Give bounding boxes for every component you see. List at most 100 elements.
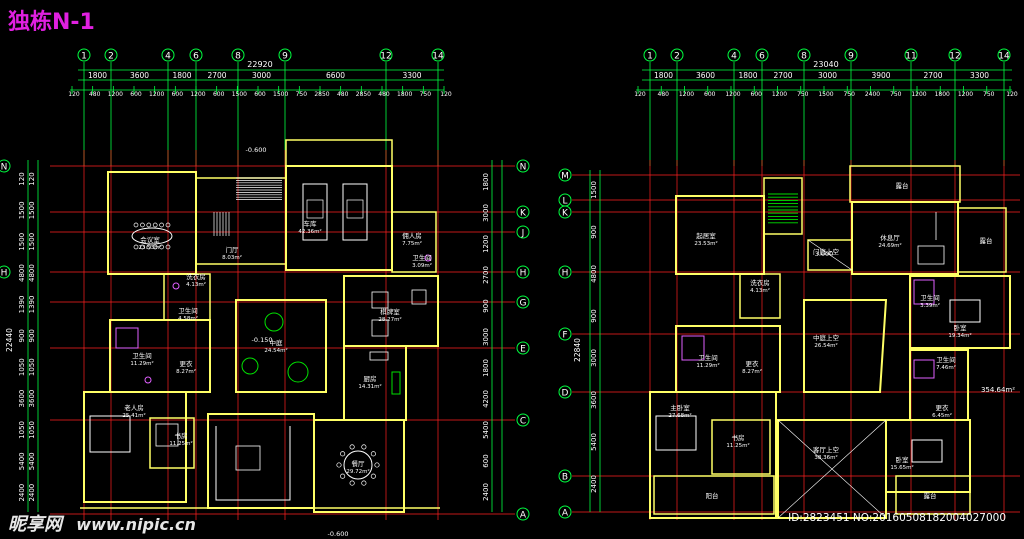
right-dim-total: 23040 — [813, 60, 838, 69]
left-side-dim-b-10: 2400 — [28, 484, 36, 502]
right-dim-1-7: 3300 — [970, 71, 989, 80]
left-side-dim-b-4: 1390 — [28, 296, 36, 314]
left-col-bubble-4-text: 4 — [165, 52, 171, 62]
left-col-bubble-1-circle — [77, 48, 91, 62]
right-room-name-12: 更衣 — [936, 403, 950, 412]
right-dim-2-16: 120 — [1006, 91, 1018, 98]
left-side-dim-1: 1500 — [18, 201, 26, 219]
left-elev-3: -0.600 — [328, 530, 349, 538]
right-void-diag — [807, 239, 853, 271]
left-chess-table-2 — [411, 289, 427, 305]
left-wall-living — [207, 413, 315, 509]
right-room-name-11: 卫生间 — [936, 355, 956, 364]
right-room-name-9: 卫生间 — [920, 293, 940, 302]
right-row-bubble-F-circle — [558, 327, 572, 341]
left-dim-2-3: 600 — [130, 91, 142, 98]
right-wall-void-entry — [807, 239, 853, 271]
left-laundry-fixture — [172, 282, 180, 290]
right-row-bubble-L-text: L — [562, 197, 567, 207]
right-room-name-2: 门庭上空 — [813, 247, 840, 256]
left-dim-2-1: 480 — [89, 91, 101, 98]
left-dining-chair — [349, 480, 355, 486]
right-room-name-3: 休息厅 — [880, 233, 900, 242]
right-bedroom-bed — [949, 299, 981, 323]
left-dining-chair — [361, 480, 367, 486]
left-right-dim-2: 1200 — [482, 235, 490, 253]
image-id-line: ID:2823451 NO:20160508182004027000 — [788, 512, 1006, 524]
right-room-area-11: 7.46m² — [936, 364, 956, 371]
right-dim-1-1: 3600 — [696, 71, 715, 80]
left-elev-2: -0.150 — [252, 336, 273, 344]
right-side-dim-2: 4800 — [590, 265, 598, 283]
right-wall-laundry — [739, 273, 781, 319]
left-chair — [140, 222, 145, 228]
right-col-bubble-6-circle — [755, 48, 769, 62]
right-room-name-6: 卫生间 — [698, 353, 718, 362]
left-side-total: 22440 — [5, 328, 14, 352]
right-side-dim-5: 3600 — [590, 391, 598, 409]
right-col-bubble-4-circle — [727, 48, 741, 62]
right-dim-2-13: 1800 — [935, 91, 950, 98]
right-col-bubble-8-circle — [797, 48, 811, 62]
right-room-name-4: 露台 — [980, 236, 993, 245]
left-dim-2-12: 2850 — [314, 91, 329, 98]
right-dim-2-2: 1200 — [679, 91, 694, 98]
left-dim-2-8: 1500 — [232, 91, 247, 98]
left-chair — [133, 222, 139, 228]
left-room-area-8: 42.36m² — [298, 228, 321, 235]
left-right-dim-8: 5400 — [482, 421, 490, 439]
left-dim-1-6: 3300 — [402, 71, 421, 80]
left-room-area-13: 14.31m² — [358, 383, 381, 390]
left-dim-2-17: 750 — [420, 91, 432, 98]
left-room-area-4: 8.27m² — [176, 368, 196, 375]
left-row-bubble-K-circle — [516, 205, 530, 219]
left-room-name-11: 中庭 — [270, 338, 284, 347]
left-dim-2-14: 2850 — [356, 91, 371, 98]
right-col-bubble-12-circle — [948, 48, 962, 62]
right-dim-2-3: 600 — [704, 91, 716, 98]
left-wall-stair — [195, 177, 287, 265]
left-col-bubble-6-text: 6 — [193, 52, 199, 62]
left-side-dim-6: 1050 — [18, 358, 26, 376]
right-wall-study — [711, 419, 771, 475]
left-side-dim-b-2: 1500 — [28, 233, 36, 251]
left-col-bubble-4-circle — [161, 48, 175, 62]
left-side-dim-b-3: 4800 — [28, 264, 36, 282]
left-dim-2-13: 480 — [337, 91, 349, 98]
left-side-bubble-mid-text: H — [1, 269, 8, 279]
left-room-name-0: 会议室 — [140, 235, 160, 244]
right-room-name-1: 露台 — [896, 181, 909, 190]
right-dim-2-9: 750 — [844, 91, 856, 98]
left-dim-total: 22920 — [247, 60, 272, 69]
left-kitchen-sink — [369, 351, 389, 361]
left-room-name-4: 更衣 — [180, 359, 194, 368]
left-room-name-7: 门厅 — [226, 245, 240, 254]
right-room-name-13: 主卧室 — [670, 403, 690, 412]
left-elev-1: -0.600 — [246, 146, 267, 154]
right-dim-2-5: 600 — [751, 91, 763, 98]
left-chair — [133, 244, 139, 250]
right-dim-1-5: 3900 — [871, 71, 890, 80]
left-row-bubble-A-text: A — [520, 511, 527, 521]
left-side-dim-5: 900 — [18, 329, 26, 342]
right-row-bubble-B-circle — [558, 469, 572, 483]
left-wall-courtyard — [235, 299, 327, 393]
right-row-bubble-A-text: A — [562, 509, 569, 519]
left-side-dim-b-1: 1500 — [28, 201, 36, 219]
right-wall-void-court — [803, 299, 888, 393]
right-dim-1-4: 3000 — [818, 71, 837, 80]
left-dining-chair — [370, 473, 376, 479]
left-row-bubble-E-text: E — [520, 345, 526, 355]
right-wall-master — [649, 391, 777, 519]
left-chair — [152, 244, 158, 250]
left-dim-2-0: 120 — [68, 91, 80, 98]
left-right-dim-4: 900 — [482, 299, 490, 312]
left-col-bubble-8-circle — [231, 48, 245, 62]
left-side-dim-b-8: 1050 — [28, 421, 36, 439]
left-right-dim-0: 1800 — [482, 173, 490, 191]
left-dim-2-16: 1800 — [397, 91, 412, 98]
left-right-dim-10: 2400 — [482, 483, 490, 501]
right-dim-1-2: 1800 — [738, 71, 757, 80]
right-room-area-7: 8.27m² — [742, 368, 762, 375]
